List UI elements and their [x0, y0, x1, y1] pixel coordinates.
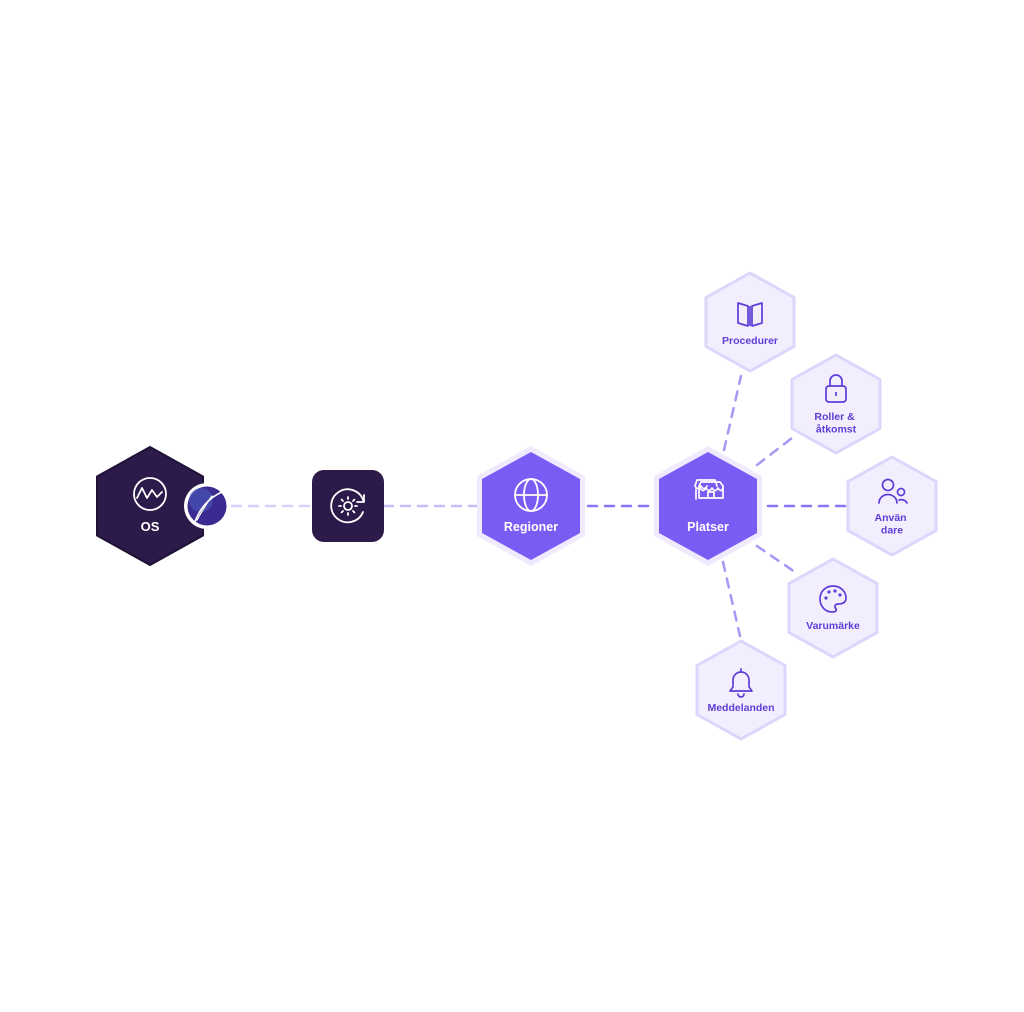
satellite-notifications[interactable]: Meddelanden — [695, 639, 787, 741]
connector-places-roles — [755, 436, 794, 467]
places-label: Platser — [687, 520, 729, 534]
feather-leaf-icon — [184, 483, 230, 529]
brand-hexagon — [787, 557, 879, 659]
bell-icon — [729, 668, 753, 698]
roles-label-line-2: åtkomst — [816, 424, 857, 436]
roles-label: Roller & åtkomst — [814, 411, 857, 436]
roles-hexagon — [790, 353, 882, 455]
regions-node[interactable]: Regioner — [477, 446, 585, 566]
globe-icon — [514, 478, 548, 512]
users-hexagon — [846, 455, 938, 557]
connector-places-procedures — [722, 374, 743, 452]
regions-hexagon — [482, 452, 580, 560]
places-hexagon — [659, 452, 757, 560]
lock-icon — [825, 374, 847, 403]
settings-node[interactable] — [312, 470, 384, 542]
users-icon — [878, 478, 908, 504]
satellite-roles[interactable]: Roller & åtkomst — [790, 353, 882, 455]
gear-refresh-icon — [330, 488, 365, 524]
users-label-line-1: Använ — [874, 512, 906, 524]
satellite-brand[interactable]: Varumärke — [787, 557, 879, 659]
places-node[interactable]: Platser — [654, 446, 762, 566]
os-hexagon — [96, 446, 204, 566]
roles-label-line-1: Roller & — [814, 411, 855, 423]
notifications-label: Meddelanden — [707, 702, 774, 714]
notifications-hexagon — [695, 639, 787, 741]
connector-places-notifications — [721, 560, 742, 638]
settings-square — [312, 470, 384, 542]
satellite-users[interactable]: Använ dare — [846, 455, 938, 557]
users-label-line-2: dare — [881, 525, 903, 537]
book-icon — [737, 302, 763, 327]
connector-places-brand — [755, 544, 797, 574]
satellite-procedures[interactable]: Procedurer — [704, 271, 796, 373]
os-node[interactable]: OS — [96, 446, 230, 566]
brand-label: Varumärke — [806, 620, 860, 632]
palette-icon — [819, 585, 847, 613]
procedures-label: Procedurer — [722, 335, 778, 347]
users-label: Använ dare — [874, 512, 909, 537]
regions-label: Regioner — [504, 520, 558, 534]
os-label: OS — [141, 519, 160, 534]
wave-circle-icon — [133, 477, 167, 511]
connectors — [230, 374, 848, 638]
storefront-icon — [694, 479, 724, 500]
